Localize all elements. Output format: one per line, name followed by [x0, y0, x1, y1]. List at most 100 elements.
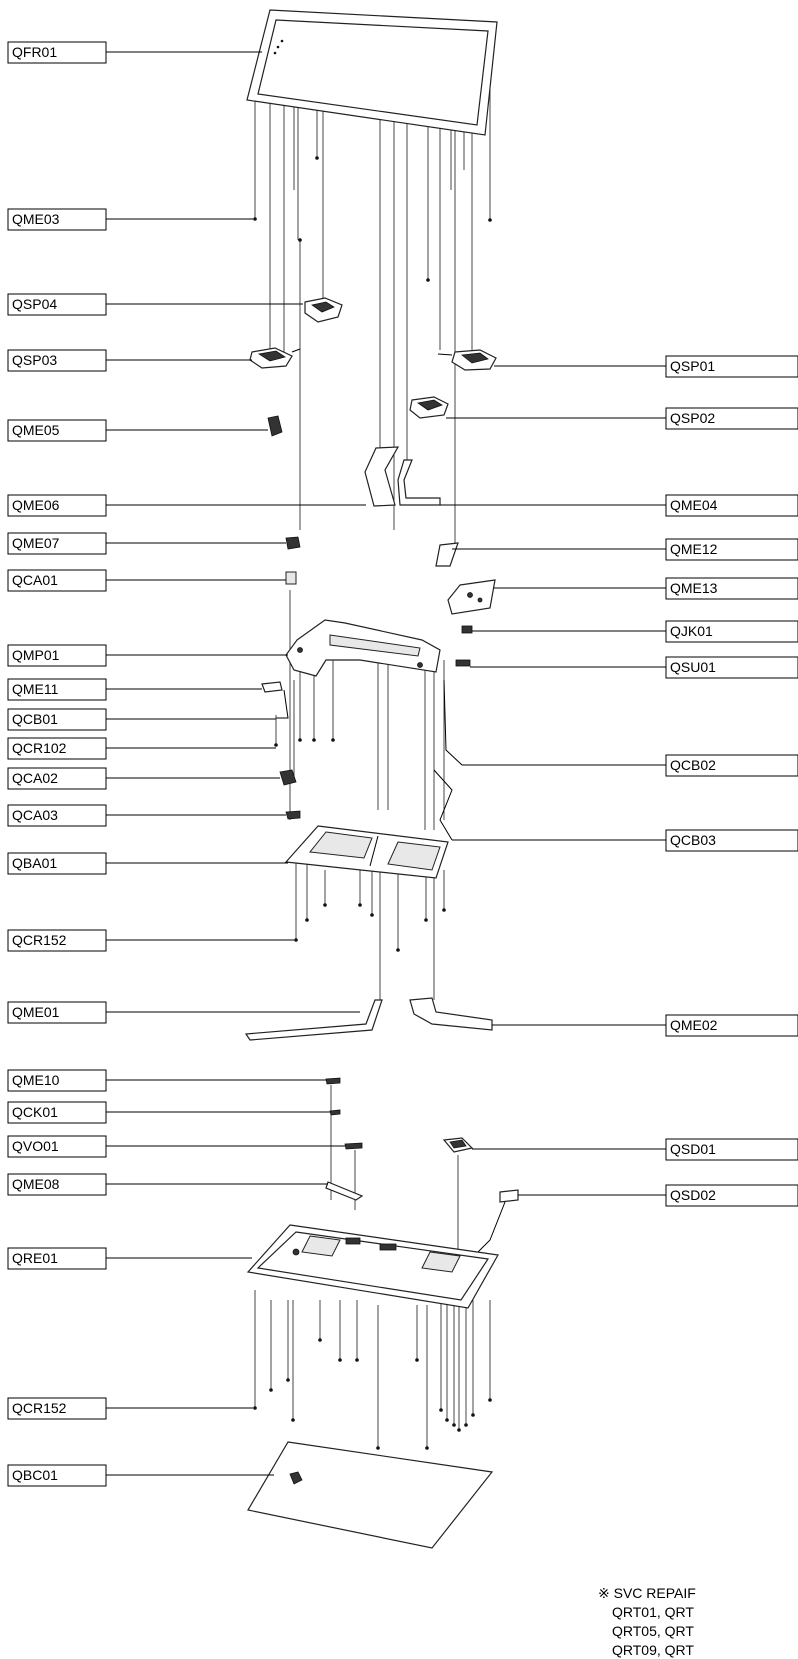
part-label-text: QCA03: [12, 807, 58, 823]
part-label-text: QME06: [12, 497, 60, 513]
bracket-qme11-part: [261, 681, 283, 693]
part-label-qre01: QRE01: [7, 1247, 107, 1270]
sub-qsu01-part: [455, 659, 471, 667]
cable-qcb01-part: [276, 689, 289, 719]
flex-cable-qme06-part: [364, 446, 400, 507]
part-label-text: QRE01: [12, 1250, 58, 1266]
sd-qsd01-part: [442, 1137, 474, 1153]
board-qme13-part: [447, 579, 496, 615]
part-label-text: QSD01: [670, 1141, 716, 1157]
part-label-text: QCR102: [12, 740, 67, 756]
part-label-box: [665, 1138, 798, 1161]
part-label-text: QME08: [12, 1176, 60, 1192]
part-label-box: [7, 852, 107, 875]
part-label-text: QME01: [12, 1004, 60, 1020]
part-label-box: [665, 620, 798, 643]
part-label-text: QSP01: [670, 358, 715, 374]
part-label-text: QFR01: [12, 44, 57, 60]
front-display-part: [246, 9, 498, 136]
part-label-qfr01: QFR01: [7, 41, 107, 64]
part-label-box: [7, 767, 107, 790]
part-label-box: [7, 293, 107, 316]
part-label-box: [7, 1464, 107, 1487]
flex-cable-qme01-part: [244, 999, 383, 1041]
part-label-text: QJK01: [670, 623, 713, 639]
part-label-qbc01: QBC01: [7, 1464, 107, 1487]
part-label-qjk01: QJK01: [665, 620, 798, 643]
bracket-qme08-part: [325, 1181, 364, 1201]
jack-qjk01-part: [461, 625, 473, 634]
part-label-text: QMP01: [12, 647, 60, 663]
right-label-boxes: QSP01QSP02QME04QME12QME13QJK01QSU01QCB02…: [665, 355, 798, 1207]
part-label-box: [7, 1173, 107, 1196]
part-label-qme01: QME01: [7, 1001, 107, 1024]
main-plate-qmp01-part: [285, 619, 441, 677]
part-label-box: [7, 532, 107, 555]
part-label-box: [7, 419, 107, 442]
part-label-box: [7, 804, 107, 827]
part-label-qme05: QME05: [7, 419, 107, 442]
part-label-qme13: QME13: [665, 577, 798, 600]
speaker-qsp02-part: [409, 396, 449, 419]
part-label-qca02: QCA02: [7, 767, 107, 790]
part-label-text: QCB02: [670, 757, 716, 773]
part-label-text: QSP03: [12, 352, 57, 368]
part-label-box: [7, 569, 107, 592]
part-label-box: [7, 708, 107, 731]
part-label-box: [7, 1397, 107, 1420]
part-label-qba01: QBA01: [7, 852, 107, 875]
part-label-box: [665, 577, 798, 600]
part-label-qsp04: QSP04: [7, 293, 107, 316]
sd-qsd02-part: [471, 1189, 519, 1259]
part-label-box: [7, 678, 107, 701]
part-label-text: QCA02: [12, 770, 58, 786]
part-label-qca03: QCA03: [7, 804, 107, 827]
bracket-qme10-part: [325, 1077, 341, 1085]
part-label-qme08: QME08: [7, 1173, 107, 1196]
part-label-text: QCB03: [670, 832, 716, 848]
cable-qcb03-part: [433, 769, 453, 841]
part-label-qme03: QME03: [7, 208, 107, 231]
part-label-text: QCR152: [12, 1400, 67, 1416]
volume-qvo01-part: [344, 1142, 363, 1150]
screw-markers: [253, 156, 492, 1450]
service-note-line-1: ※ SVC REPAIF: [598, 1585, 696, 1601]
part-label-text: QME05: [12, 422, 60, 438]
part-label-box: [665, 355, 798, 378]
part-label-box: [7, 1001, 107, 1024]
part-label-text: QME07: [12, 535, 60, 551]
part-label-qcb03: QCB03: [665, 829, 798, 852]
part-label-qsp02: QSP02: [665, 407, 798, 430]
part-label-qcb01: QCB01: [7, 708, 107, 731]
part-label-text: QME13: [670, 580, 718, 596]
service-note-line-4: QRT09, QRT: [612, 1642, 694, 1658]
part-label-text: QCB01: [12, 711, 58, 727]
part-label-text: QCR152: [12, 932, 67, 948]
part-label-text: QBC01: [12, 1467, 58, 1483]
part-label-text: QME11: [12, 681, 59, 697]
part-label-qme07: QME07: [7, 532, 107, 555]
part-label-box: [665, 538, 798, 561]
part-label-qme06: QME06: [7, 494, 107, 517]
flex-cable-qme04-part: [397, 459, 441, 506]
part-label-qcb02: QCB02: [665, 754, 798, 777]
bracket-qck01-part: [329, 1109, 341, 1116]
part-label-box: [7, 644, 107, 667]
bracket-qme05-part: [267, 415, 283, 437]
part-label-qme11: QME11: [7, 678, 107, 701]
right-leader-lines: [440, 365, 666, 1196]
part-label-text: QCA01: [12, 572, 58, 588]
part-label-box: [7, 929, 107, 952]
bracket-qme12-part: [435, 542, 459, 567]
part-label-text: QME04: [670, 497, 718, 513]
part-label-box: [665, 1014, 798, 1037]
part-label-text: QSU01: [670, 659, 716, 675]
part-label-box: [7, 494, 107, 517]
part-label-box: [7, 1247, 107, 1270]
part-label-qcr102: QCR102: [7, 737, 107, 760]
part-label-box: [7, 1069, 107, 1092]
part-label-qme10: QME10: [7, 1069, 107, 1092]
part-label-box: [7, 349, 107, 372]
service-note-line-2: QRT01, QRT: [612, 1604, 694, 1620]
